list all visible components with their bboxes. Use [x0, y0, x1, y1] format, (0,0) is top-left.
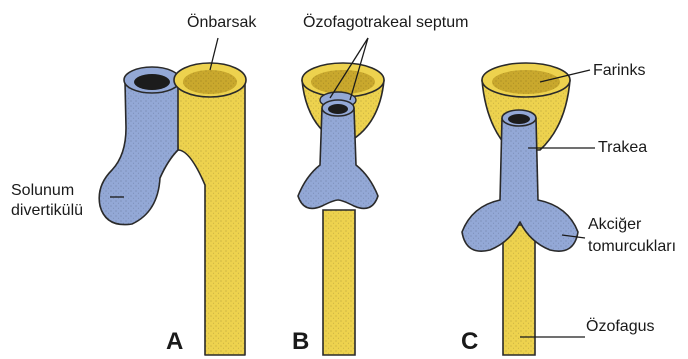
label-onbarsak: Önbarsak	[187, 14, 256, 32]
label-ozofagotrakeal-septum: Özofagotrakeal septum	[303, 14, 468, 32]
label-solunum: Solunum	[11, 182, 74, 200]
label-trakea: Trakea	[598, 139, 647, 157]
label-ozofagus: Özofagus	[586, 318, 654, 336]
stage-a-figure	[99, 63, 246, 355]
label-divertikulu: divertikülü	[11, 202, 83, 220]
stage-label-a: A	[166, 330, 183, 354]
stage-label-c: C	[461, 330, 478, 354]
label-akciger: Akciğer	[588, 216, 641, 234]
stage-b-figure	[298, 63, 384, 355]
stage-label-b: B	[292, 330, 309, 354]
label-farinks: Farinks	[593, 62, 645, 80]
label-tomurcuklari: tomurcukları	[588, 238, 676, 256]
stage-c-figure	[462, 63, 578, 355]
